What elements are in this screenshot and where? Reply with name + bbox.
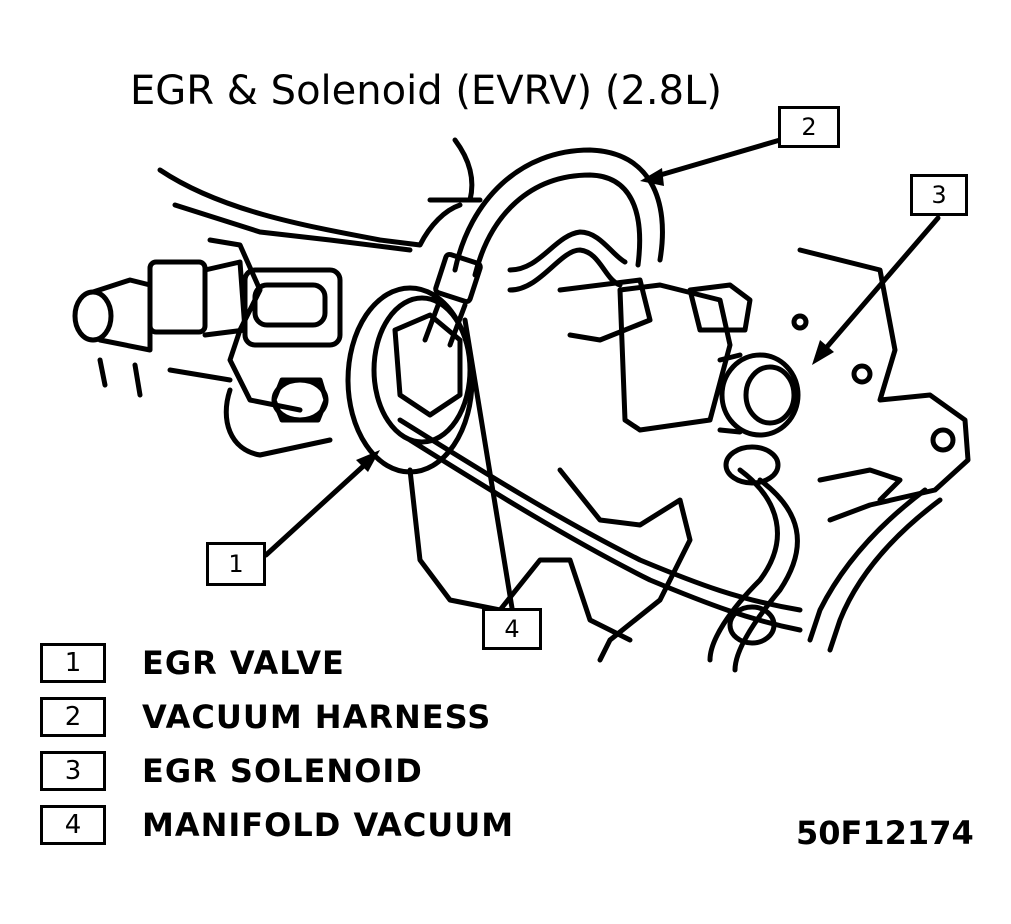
manifold-rim: [172, 202, 413, 253]
callout-1: 1: [206, 542, 266, 586]
egr-solenoid-stem: [717, 352, 743, 435]
vacuum-harness-inner: [472, 172, 643, 278]
intake-manifold-outline: [157, 167, 463, 248]
vacuum-harness-wire: [427, 137, 483, 203]
manifold-slot: [252, 282, 328, 328]
manifold-slot-outer: [242, 267, 343, 348]
callout-2: 2: [778, 106, 840, 148]
legend-row: 3 EGR SOLENOID: [40, 744, 514, 798]
leader-arrow-2: [640, 168, 664, 186]
leader-arrow-1: [356, 450, 380, 472]
vacuum-harness-connector: [433, 251, 483, 305]
legend-label: VACUUM HARNESS: [142, 698, 492, 736]
vacuum-harness-loop: [452, 147, 665, 273]
legend-row: 4 MANIFOLD VACUUM: [40, 798, 514, 852]
figure-id: 50F12174: [796, 814, 974, 852]
egr-solenoid-cap-inner: [743, 364, 797, 426]
leader-line-1: [263, 457, 373, 558]
manifold-vacuum-line-2: [407, 437, 803, 633]
egr-solenoid-cap: [719, 352, 801, 438]
right-bracket: [797, 247, 971, 523]
vacuum-harness-lower-inner: [507, 229, 628, 273]
legend-number: 3: [40, 751, 106, 791]
lower-tube-right: [827, 497, 943, 653]
legend-label: EGR SOLENOID: [142, 752, 423, 790]
legend-number: 1: [40, 643, 106, 683]
left-fitting-sleeve: [202, 259, 248, 338]
legend: 1 EGR VALVE 2 VACUUM HARNESS 3 EGR SOLEN…: [40, 636, 514, 852]
leader-arrow-3: [812, 340, 834, 365]
legend-label: MANIFOLD VACUUM: [142, 806, 515, 844]
diagram-title: EGR & Solenoid (EVRV) (2.8L): [130, 68, 722, 114]
callout-4: 4: [482, 608, 542, 650]
lower-tube-right-2: [807, 487, 928, 643]
lower-casting: [407, 467, 633, 643]
right-bracket-hole: [930, 427, 956, 453]
left-fitting-body: [90, 277, 153, 353]
egr-valve-bolt-head: [271, 377, 329, 423]
leader-line-4: [462, 317, 515, 611]
left-fitting-hatch: [97, 357, 233, 398]
lower-nut: [727, 604, 777, 646]
solenoid-housing: [617, 282, 733, 433]
egr-valve-hex: [392, 312, 463, 418]
vacuum-harness-tube: [422, 297, 468, 348]
legend-number: 2: [40, 697, 106, 737]
lower-tube: [707, 467, 780, 663]
solenoid-mount: [687, 282, 753, 333]
leader-line-2: [647, 137, 783, 181]
left-fitting-end: [72, 289, 114, 343]
lower-casting-3: [817, 467, 903, 503]
legend-row: 2 VACUUM HARNESS: [40, 690, 514, 744]
callout-3: 3: [910, 174, 968, 216]
legend-label: EGR VALVE: [142, 644, 345, 682]
legend-number: 4: [40, 805, 106, 845]
lower-casting-2: [557, 467, 693, 663]
leader-line-3: [817, 215, 941, 358]
vacuum-harness-lower: [507, 247, 623, 293]
legend-row: 1 EGR VALVE: [40, 636, 514, 690]
solenoid-bracket: [557, 277, 653, 343]
lower-tube-2: [732, 477, 800, 673]
right-bracket-rivet: [851, 363, 873, 385]
manifold-lower: [223, 387, 333, 458]
egr-valve-body: [371, 295, 473, 445]
right-bracket-rivet-2: [791, 313, 809, 331]
left-fitting-nut: [147, 259, 208, 335]
